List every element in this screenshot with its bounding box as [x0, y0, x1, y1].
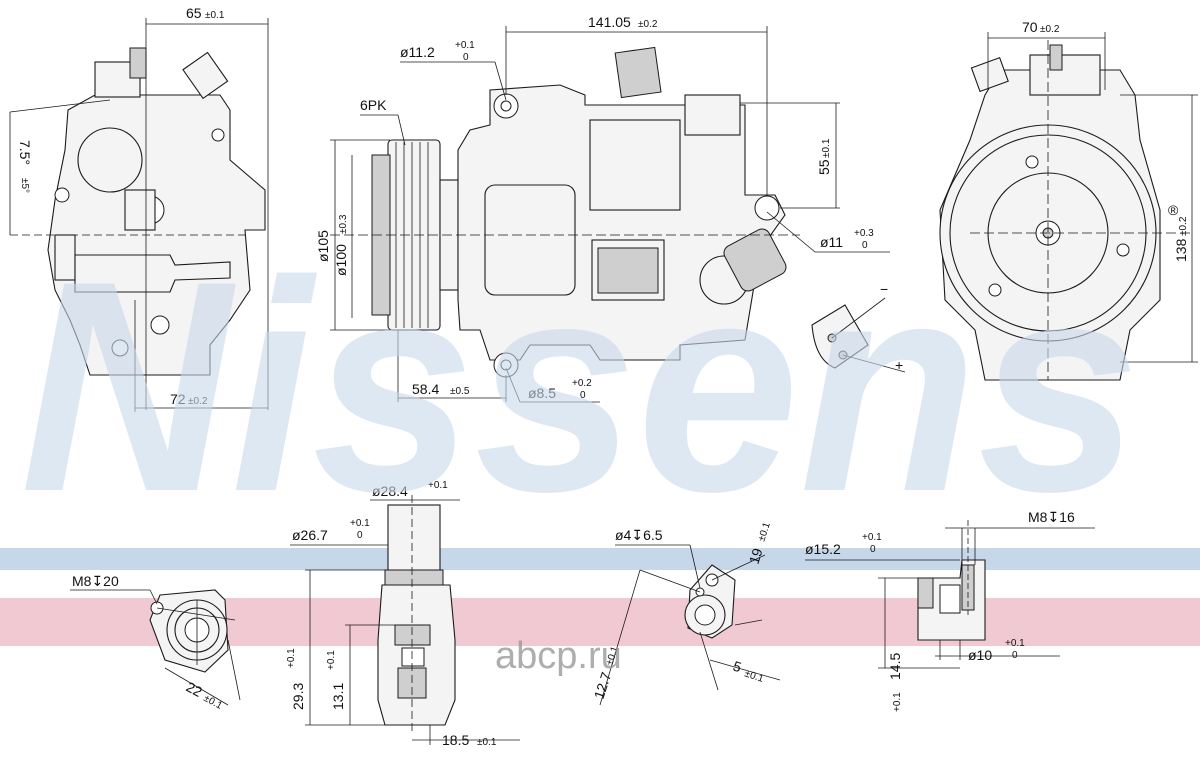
- dim-d26-7-main: ø26.7: [292, 527, 328, 543]
- dim-d15-2-main: ø15.2: [805, 541, 841, 557]
- dim-d26-7-up: +0.1: [350, 518, 370, 529]
- dim-d10-up: +0.1: [1005, 638, 1025, 649]
- dim-65-tol: ±0.1: [205, 10, 225, 21]
- dim-d100-tol: ±0.3: [338, 214, 349, 234]
- dim-18-5-tol: ±0.1: [477, 737, 497, 748]
- dim-d4: ø4↧6.5: [615, 527, 663, 543]
- dim-d11-2-low: 0: [463, 52, 469, 63]
- dim-19-main: 19: [746, 546, 766, 566]
- dim-d10-low: 0: [1012, 650, 1018, 661]
- compressor-side-view: 65 ±0.1 7.5° ±5° 72 ±0.2: [9, 5, 269, 412]
- detail-fitting-section: ø28.4 +0.1 ø26.7 +0.1 0 29.3 +0.1 13.1 +…: [286, 480, 520, 748]
- dim-6pk: 6PK: [360, 97, 387, 113]
- dim-22-main: 22: [184, 679, 205, 701]
- dim-138-tol: ±0.2: [1178, 216, 1189, 236]
- dim-141-tol: ±0.2: [638, 19, 658, 30]
- dim-29-3-up: +0.1: [286, 648, 297, 668]
- detail-sensor-port: ø4↧6.5 19 ±0.1 12.7 ±0.1 5 ±0.1: [591, 521, 781, 706]
- dim-138-main: 138: [1173, 238, 1189, 262]
- dim-d8-5-up: +0.2: [572, 378, 592, 389]
- pin-plus-label: +: [895, 357, 903, 373]
- dim-d11-low: 0: [862, 240, 868, 251]
- dim-d15-2-low: 0: [870, 544, 876, 555]
- pin-minus-label: −: [880, 281, 888, 297]
- dim-72-main: 72: [170, 391, 186, 407]
- dim-5-tol: ±0.1: [743, 668, 765, 685]
- dim-d11-2-main: ø11.2: [400, 44, 435, 60]
- dim-13-1-up: +0.1: [326, 650, 337, 670]
- dim-5-main: 5: [731, 658, 744, 676]
- blue-band: [0, 548, 1200, 570]
- dim-d8-5-main: ø8.5: [528, 385, 556, 401]
- compressor-end-view: 70 ±0.2 138 ±0.2: [939, 19, 1198, 381]
- dim-58-tol: ±0.5: [450, 386, 470, 397]
- dim-d26-7-low: 0: [357, 530, 363, 541]
- dim-58-main: 58.4: [412, 381, 439, 397]
- dim-m8-16: M8↧16: [1028, 509, 1075, 525]
- dim-14-5-main: 14.5: [887, 653, 903, 680]
- detail-port-m8-16: M8↧16 ø15.2 +0.1 0 14.5 +0.1 ø10 +0.1 0: [805, 509, 1095, 712]
- dim-m8-20: M8↧20: [72, 573, 119, 589]
- dim-d15-2-up: +0.1: [862, 532, 882, 543]
- registered-mark: ®: [1168, 202, 1179, 218]
- dim-55-main: 55: [816, 159, 832, 175]
- dim-d8-5-low: 0: [580, 390, 586, 401]
- dim-d100-main: ø100: [333, 244, 349, 276]
- dim-70-main: 70: [1022, 19, 1038, 35]
- dim-70-tol: ±0.2: [1040, 24, 1060, 35]
- dim-d10-main: ø10: [968, 647, 992, 663]
- dim-141-main: 141.05: [588, 14, 631, 30]
- dim-22-tol: ±0.1: [202, 693, 225, 712]
- dim-7-5-angle: 7.5°: [17, 140, 33, 165]
- dim-72-tol: ±0.2: [188, 396, 208, 407]
- compressor-front-view: − + 141.05 ±0.2 ø11.2 +0.1 0 6PK 55 ±0.1…: [315, 14, 906, 403]
- dim-d11-up: +0.3: [854, 228, 874, 239]
- dim-29-3-main: 29.3: [290, 683, 306, 710]
- dim-14-5-up: +0.1: [892, 692, 903, 712]
- dim-d28-4-main: ø28.4: [372, 483, 408, 499]
- abcp-watermark: abcp.ru: [495, 635, 622, 677]
- detail-flange-m8-20: M8↧20 22 ±0.1: [70, 573, 241, 712]
- dim-d28-4-up: +0.1: [428, 480, 448, 491]
- dim-d11-main: ø11: [820, 234, 843, 250]
- dim-d105: ø105: [315, 230, 331, 262]
- dim-55-tol: ±0.1: [821, 138, 832, 158]
- dim-18-5-main: 18.5: [442, 732, 469, 748]
- dim-d11-2-up: +0.1: [455, 40, 475, 51]
- nissens-watermark: Nissens: [20, 218, 1140, 554]
- dim-7-5-tol: ±5°: [19, 178, 30, 193]
- dim-13-1-main: 13.1: [330, 683, 346, 710]
- dim-65-main: 65: [186, 5, 202, 21]
